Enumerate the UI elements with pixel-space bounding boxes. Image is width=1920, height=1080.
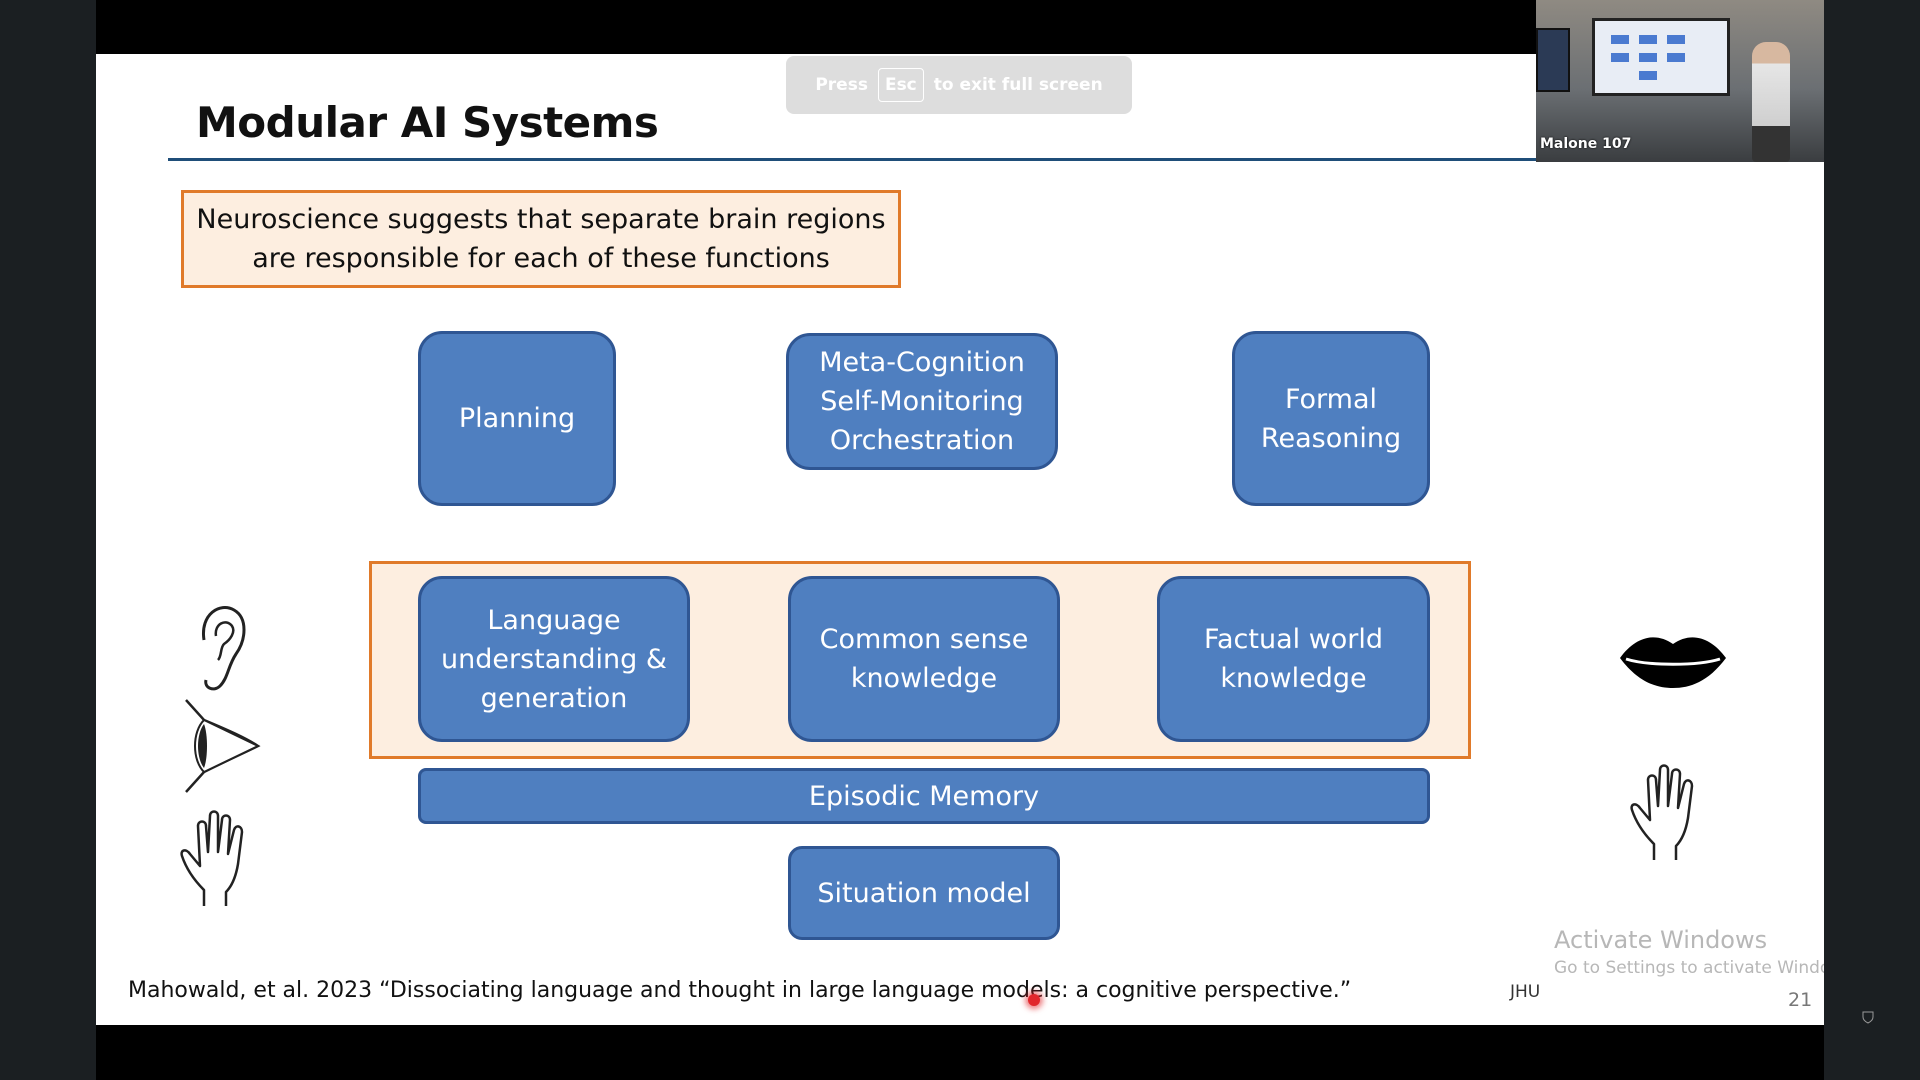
- camera-room-display: [1592, 18, 1730, 96]
- module-label: Orchestration: [829, 425, 1015, 456]
- slide-title: Modular AI Systems: [196, 98, 659, 147]
- module-factual-knowledge: Factual world knowledge: [1157, 576, 1430, 742]
- citation-text: Mahowald, et al. 2023 “Dissociating lang…: [128, 978, 1352, 1003]
- title-divider: [168, 158, 1752, 161]
- eye-icon: [185, 699, 261, 793]
- module-label: Planning: [458, 403, 576, 434]
- speaker-camera-feed: Malone 107: [1536, 0, 1824, 162]
- module-meta-cognition: Meta-Cognition Self-Monitoring Orchestra…: [786, 333, 1058, 470]
- module-label: knowledge: [850, 663, 998, 694]
- module-label: Factual world: [1203, 624, 1384, 655]
- slide-canvas: Modular AI Systems Neuroscience suggests…: [96, 54, 1824, 1025]
- footer-org-label: JHU: [1510, 982, 1541, 1002]
- module-label: Reasoning: [1260, 422, 1402, 454]
- laser-pointer-dot: [1028, 994, 1040, 1006]
- module-planning: Planning: [418, 331, 616, 506]
- hand-icon: [1630, 764, 1694, 860]
- module-label: generation: [480, 682, 628, 714]
- shield-icon: [1862, 1011, 1874, 1024]
- exit-fullscreen-toast: Press Esc to exit full screen: [786, 56, 1132, 114]
- module-label: Formal: [1284, 383, 1378, 415]
- module-label: Self-Monitoring: [820, 386, 1024, 417]
- slide-number: 21: [1788, 989, 1813, 1011]
- hand-icon: [180, 810, 244, 906]
- esc-key-hint: Esc: [877, 68, 924, 102]
- module-formal-reasoning: Formal Reasoning: [1232, 331, 1430, 506]
- toast-suffix-text: to exit full screen: [933, 75, 1103, 95]
- module-label: Situation model: [817, 877, 1031, 909]
- module-situation-model: Situation model: [788, 846, 1060, 940]
- module-common-sense: Common sense knowledge: [788, 576, 1060, 742]
- module-episodic-memory: Episodic Memory: [418, 768, 1430, 824]
- module-label: knowledge: [1220, 663, 1367, 694]
- module-label: Language: [487, 604, 621, 636]
- module-language: Language understanding & generation: [418, 576, 690, 742]
- toast-press-text: Press: [815, 75, 868, 95]
- camera-room-label: Malone 107: [1540, 136, 1632, 152]
- module-label: Episodic Memory: [808, 780, 1040, 812]
- ear-icon: [202, 606, 246, 691]
- neuroscience-note-box: Neuroscience suggests that separate brai…: [181, 190, 901, 288]
- camera-presenter-figure: [1752, 42, 1790, 162]
- note-line: Neuroscience suggests that separate brai…: [196, 204, 886, 235]
- windows-activation-subtitle: Go to Settings to activate Windows.: [1554, 958, 1824, 978]
- lips-icon: [1620, 637, 1726, 688]
- note-line: are responsible for each of these functi…: [252, 243, 830, 274]
- module-label: Common sense: [819, 624, 1029, 655]
- windows-activation-title: Activate Windows: [1554, 926, 1768, 954]
- university-seal-logo: [1843, 1010, 1893, 1040]
- camera-side-monitor: [1536, 28, 1570, 92]
- module-label: understanding &: [441, 643, 667, 675]
- letterbox-bottom: [96, 1025, 1824, 1080]
- module-label: Meta-Cognition: [819, 347, 1025, 378]
